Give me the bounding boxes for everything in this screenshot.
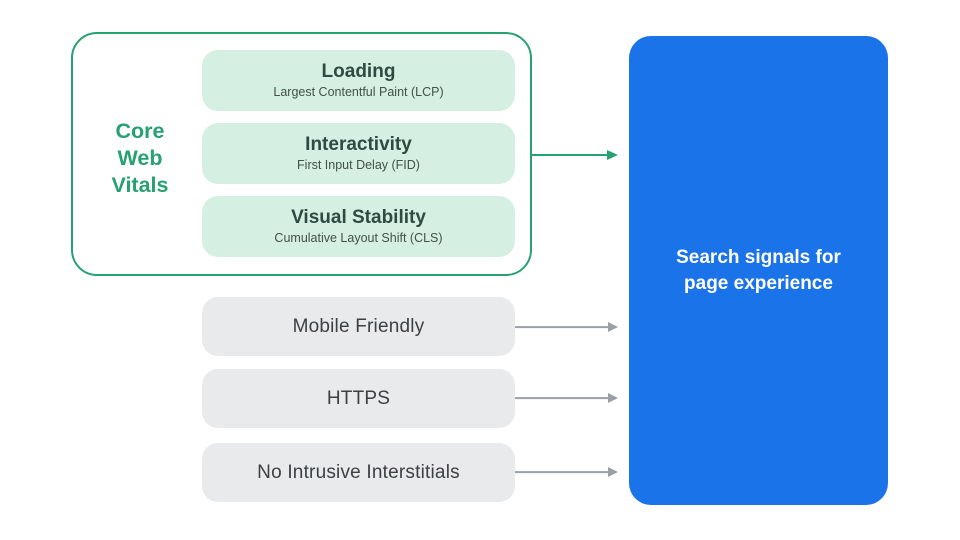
arrow-shaft bbox=[515, 471, 610, 473]
node-visual-stability-subtitle: Cumulative Layout Shift (CLS) bbox=[274, 231, 443, 245]
node-loading-title: Loading bbox=[321, 61, 396, 82]
arrow-core-web-vitals-to-result bbox=[532, 149, 618, 161]
node-interactivity: Interactivity First Input Delay (FID) bbox=[202, 123, 515, 184]
node-loading-subtitle: Largest Contentful Paint (LCP) bbox=[273, 85, 444, 99]
arrow-no-intrusive-interstitials-to-result bbox=[515, 466, 618, 478]
arrow-https-to-result bbox=[515, 392, 618, 404]
node-visual-stability-title: Visual Stability bbox=[291, 207, 426, 228]
arrow-head-icon bbox=[608, 467, 618, 477]
arrow-shaft bbox=[515, 397, 610, 399]
node-no-intrusive-interstitials: No Intrusive Interstitials bbox=[202, 443, 515, 502]
arrow-head-icon bbox=[608, 393, 618, 403]
node-search-signals-result: Search signals for page experience bbox=[629, 36, 888, 505]
node-loading: Loading Largest Contentful Paint (LCP) bbox=[202, 50, 515, 111]
node-no-intrusive-interstitials-label: No Intrusive Interstitials bbox=[257, 461, 460, 483]
node-interactivity-subtitle: First Input Delay (FID) bbox=[297, 158, 420, 172]
arrow-head-icon bbox=[608, 322, 618, 332]
arrow-head-icon bbox=[607, 150, 618, 160]
node-interactivity-title: Interactivity bbox=[305, 134, 412, 155]
arrow-mobile-friendly-to-result bbox=[515, 321, 618, 333]
node-visual-stability: Visual Stability Cumulative Layout Shift… bbox=[202, 196, 515, 257]
arrow-shaft bbox=[532, 154, 610, 156]
node-mobile-friendly-label: Mobile Friendly bbox=[292, 315, 425, 337]
node-https-label: HTTPS bbox=[326, 387, 391, 409]
node-search-signals-result-label: Search signals for page experience bbox=[676, 246, 841, 294]
arrow-shaft bbox=[515, 326, 610, 328]
node-mobile-friendly: Mobile Friendly bbox=[202, 297, 515, 356]
node-https: HTTPS bbox=[202, 369, 515, 428]
core-web-vitals-label: Core Web Vitals bbox=[111, 119, 169, 197]
